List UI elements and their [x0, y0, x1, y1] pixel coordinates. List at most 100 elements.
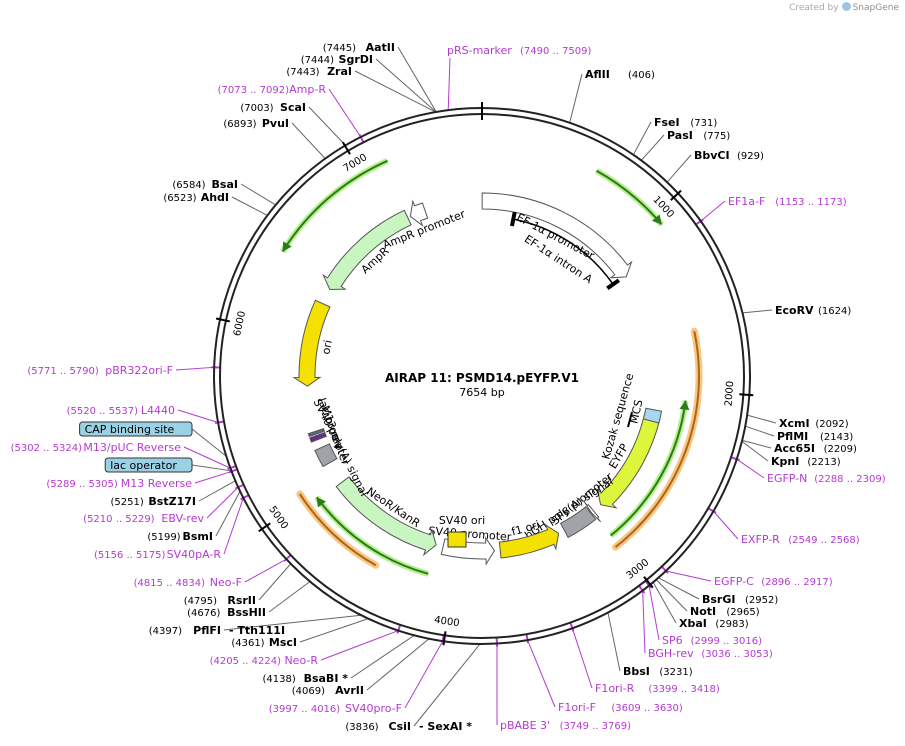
leader-bsrgi — [658, 577, 700, 600]
site-pos-rsrii: (4795) — [184, 596, 217, 607]
primer-mark-sv40pro-f — [441, 635, 445, 645]
site-labels: AflII(406)FseI(731)PasI(775)BbvCI(929)EF… — [11, 41, 886, 733]
primer-neo-r[interactable]: Neo-R — [284, 654, 318, 667]
leader-egfp-n — [736, 458, 765, 479]
primer-m13-reverse[interactable]: M13 Reverse — [121, 477, 192, 490]
site-bsshii[interactable]: BssHII — [227, 606, 266, 619]
leader-amp-r — [328, 88, 362, 138]
primer-pbabe-3[interactable]: pBABE 3' — [500, 719, 550, 732]
primer-l4440[interactable]: L4440 — [141, 404, 175, 417]
leader-prs-marker — [447, 57, 451, 111]
green-arc-0 — [595, 168, 664, 227]
primer-sv40pro-f[interactable]: SV40pro-F — [345, 702, 402, 715]
site-sgrdi[interactable]: SgrDI — [339, 53, 373, 66]
leader-avrii — [366, 638, 430, 691]
feature-neor-kanr[interactable] — [335, 476, 437, 557]
site-kpni[interactable]: KpnI — [771, 455, 799, 468]
site-pvui[interactable]: PvuI — [262, 117, 289, 130]
primer-egfp-n[interactable]: EGFP-N — [767, 472, 807, 485]
feature-ef-1-intron-a[interactable] — [513, 218, 614, 285]
primer-pbr322ori-f[interactable]: pBR322ori-F — [105, 364, 173, 377]
site-xcmi[interactable]: XcmI — [779, 417, 810, 430]
primer-range-egfp-c: (2896 .. 2917) — [761, 577, 833, 588]
credit-brand: SnapGene — [852, 3, 899, 13]
orange-arc-0 — [611, 327, 703, 551]
site-pasi[interactable]: PasI — [667, 129, 693, 142]
leader-scai — [308, 106, 346, 146]
primer-ef1a-f[interactable]: EF1a-F — [728, 195, 765, 208]
site-ahdi[interactable]: AhdI — [201, 191, 229, 204]
feature-sp6-promoter[interactable] — [583, 501, 602, 523]
leader-noti — [655, 579, 688, 612]
site-sexai[interactable]: - SexAI * — [419, 720, 472, 733]
primer-sv40pa-r[interactable]: SV40pA-R — [167, 548, 222, 561]
feature-lac-promoter[interactable] — [309, 431, 327, 443]
feature-f1-ori[interactable] — [498, 523, 560, 559]
feature-ef-1-promoter[interactable] — [481, 192, 633, 279]
site-pos-scai: (7003) — [240, 103, 273, 114]
site-acc65i[interactable]: Acc65I — [774, 442, 815, 455]
site-bsmi[interactable]: BsmI — [183, 530, 214, 543]
site-fsei[interactable]: FseI — [654, 116, 680, 129]
feature-sv40-poly-a-signal[interactable] — [314, 443, 338, 468]
primer-range-f1ori-r: (3399 .. 3418) — [648, 684, 720, 695]
site-avrii[interactable]: AvrII — [335, 684, 364, 697]
site-tth111i[interactable]: - Tth111I — [229, 624, 285, 637]
primer-sp6[interactable]: SP6 — [662, 634, 683, 647]
primer-ebv-rev[interactable]: EBV-rev — [161, 512, 204, 525]
callout-box-lac-operator[interactable] — [104, 457, 193, 473]
site-ecorv[interactable]: EcoRV — [775, 304, 814, 317]
site-pflfi[interactable]: PflFI — [193, 624, 221, 637]
green-arrowhead-0 — [652, 214, 662, 225]
primer-m13-puc-reverse[interactable]: M13/pUC Reverse — [83, 441, 181, 454]
site-aflii[interactable]: AflII — [585, 68, 610, 81]
leader-xbai — [652, 581, 677, 624]
primer-f1ori-f[interactable]: F1ori-F — [558, 701, 596, 714]
site-bsai[interactable]: BsaI — [212, 178, 238, 191]
sv40-ori-box[interactable] — [447, 531, 467, 548]
site-bbsi[interactable]: BbsI — [623, 665, 650, 678]
site-noti[interactable]: NotI — [690, 605, 716, 618]
primer-egfp-c[interactable]: EGFP-C — [714, 575, 754, 588]
feature-ampr[interactable] — [322, 209, 412, 291]
site-bbvci[interactable]: BbvCI — [694, 149, 730, 162]
leader-f1ori-r — [571, 628, 593, 689]
primer-mark-egfp-c — [661, 565, 669, 574]
primer-bgh-rev[interactable]: BGH-rev — [648, 647, 694, 660]
primer-range-prs-marker: (7490 .. 7509) — [520, 46, 592, 57]
site-scai[interactable]: ScaI — [280, 101, 306, 114]
site-bsabi[interactable]: BsaBI * — [304, 672, 349, 685]
feature-ori-label: ori — [319, 339, 334, 355]
primer-exfp-r[interactable]: EXFP-R — [741, 533, 780, 546]
site-xbai[interactable]: XbaI — [679, 617, 707, 630]
site-bsrgi[interactable]: BsrGI — [702, 593, 735, 606]
primer-f1ori-r[interactable]: F1ori-R — [595, 682, 635, 695]
primer-amp-r[interactable]: Amp-R — [289, 83, 326, 96]
callout-box-cap-binding-site[interactable] — [79, 421, 193, 437]
feature-mcs[interactable] — [642, 407, 663, 424]
site-msci[interactable]: MscI — [269, 636, 297, 649]
site-zrai[interactable]: ZraI — [327, 65, 352, 78]
primer-mark-egfp-n — [730, 456, 740, 462]
primer-neo-f[interactable]: Neo-F — [210, 576, 242, 589]
leader-cap-binding-site — [191, 428, 227, 457]
feature-bgh-poly-a-signal[interactable] — [559, 506, 597, 539]
primer-prs-marker[interactable]: pRS-marker — [447, 44, 512, 57]
leader-bsmi — [215, 491, 241, 537]
primer-range-ebv-rev: (5210 .. 5229) — [83, 514, 155, 525]
feature-m13-rev[interactable] — [307, 427, 326, 438]
primer-range-amp-r: (7073 .. 7092) — [218, 85, 290, 96]
tick-4000 — [442, 631, 447, 646]
feature-ampr-promoter[interactable] — [409, 199, 429, 227]
site-bstz17i[interactable]: BstZ17I — [148, 495, 196, 508]
site-pflmi[interactable]: PflMI — [777, 430, 808, 443]
feature-ori[interactable] — [292, 299, 331, 387]
leader-pbr322ori-f — [175, 366, 215, 371]
site-csii[interactable]: CsiI — [389, 720, 411, 733]
feature-eyfp[interactable] — [596, 414, 661, 509]
site-aatii[interactable]: AatII — [366, 41, 395, 54]
site-rsrii[interactable]: RsrII — [227, 594, 256, 607]
primer-range-pbr322ori-f: (5771 .. 5790) — [27, 366, 99, 377]
